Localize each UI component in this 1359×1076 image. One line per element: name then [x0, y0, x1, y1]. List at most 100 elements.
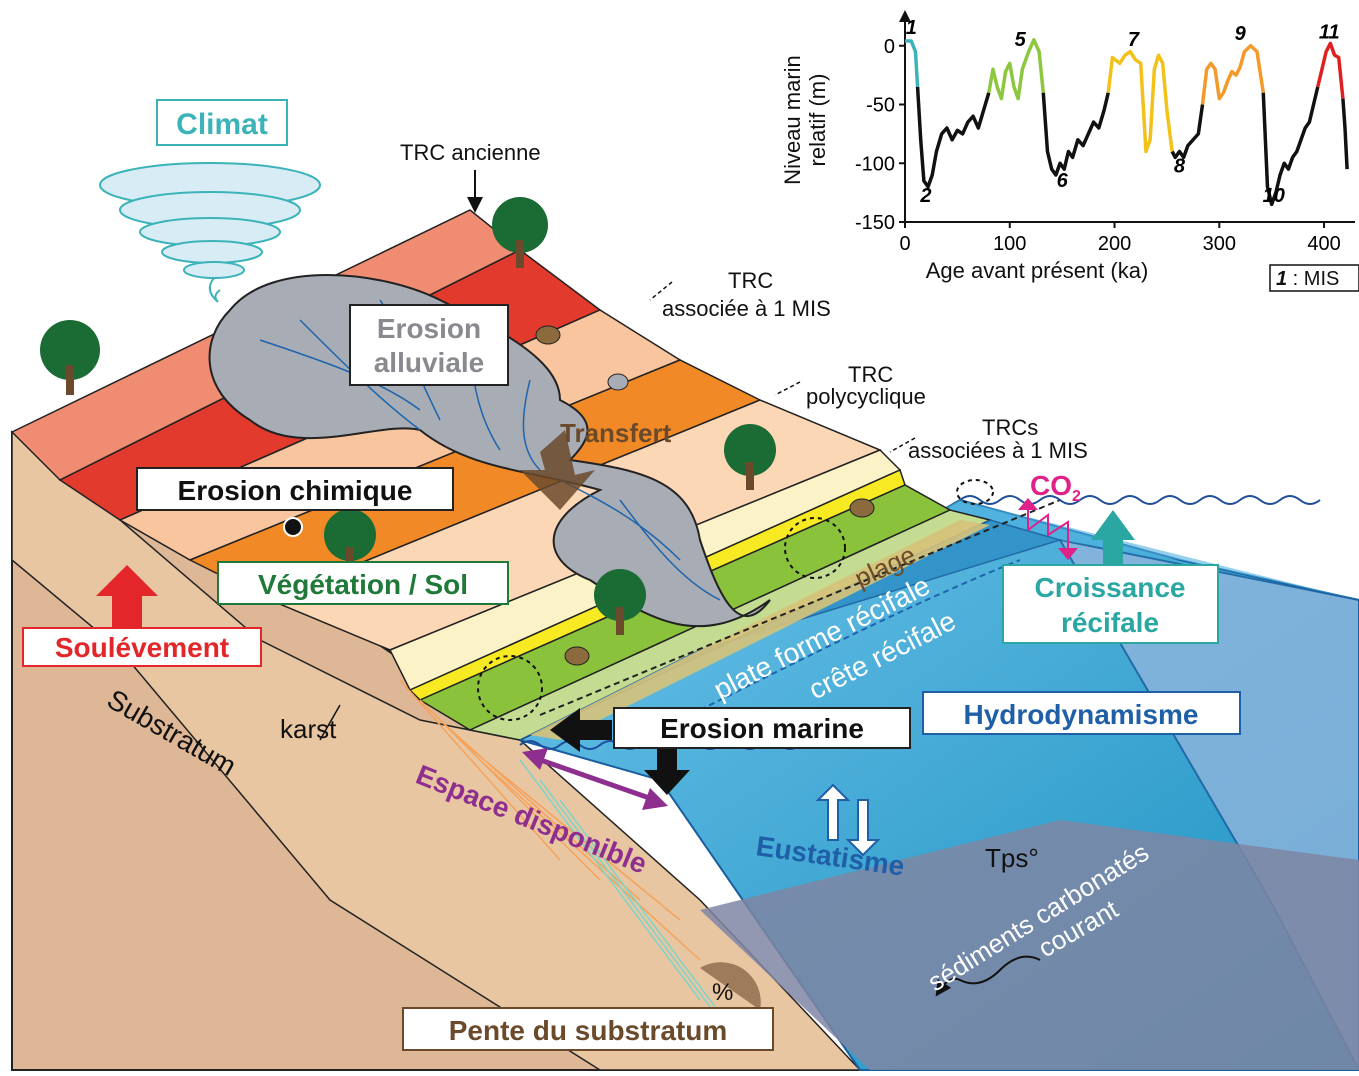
label-co2: CO2: [1030, 470, 1081, 505]
chart-mis-label: 11: [1319, 22, 1340, 44]
label-erosion-chimique: Erosion chimique: [178, 475, 413, 506]
label-trcs-mis-2: associées à 1 MIS: [908, 438, 1088, 463]
label-percent: %: [712, 979, 733, 1006]
chart-series-line: [1170, 104, 1205, 160]
tree-icon: [724, 424, 776, 490]
trc-marker-circle: [956, 479, 994, 505]
chart-series-line: [1200, 44, 1266, 105]
label-croissance-1: Croissance: [1035, 572, 1186, 603]
label-hydrodynamisme: Hydrodynamisme: [964, 699, 1199, 730]
leader-line: [774, 381, 801, 396]
rock-icon: [535, 325, 561, 345]
space-available-arrowhead-left: [522, 748, 548, 770]
label-vegetation-sol: Végétation / Sol: [258, 569, 468, 600]
erosion-alluviale-box: [349, 304, 509, 386]
chart-mis-label: 7: [1128, 29, 1140, 51]
chart-mis-label: 5: [1015, 29, 1027, 51]
leader-line: [319, 704, 341, 741]
platform-dashed-line: [539, 499, 1061, 716]
tree-icon: [594, 569, 646, 635]
tornado-icon: [99, 162, 321, 303]
label-boxes: [22, 99, 1241, 1051]
leader-line: [649, 281, 673, 301]
label-erosion-alluviale-2: alluviale: [374, 347, 485, 378]
chart-y-tick-label: -100: [855, 153, 895, 175]
space-available-arrowhead-right: [642, 788, 668, 810]
croissance-box: [1002, 564, 1219, 644]
hydrodynamisme-box: [922, 691, 1241, 735]
co2-zigzag: [1027, 510, 1069, 548]
soulevement-box: [22, 627, 262, 667]
erosion-chimique-box: [136, 467, 454, 511]
chart-x-tick-label: 100: [993, 233, 1026, 255]
chart-mis-label: 8: [1174, 156, 1186, 178]
chart-x-tick-label: 400: [1307, 233, 1340, 255]
chart-x-tick-label: 300: [1203, 233, 1236, 255]
chart-mis-label: 10: [1263, 185, 1285, 207]
label-climat: Climat: [176, 108, 268, 141]
chart-mis-label: 2: [919, 185, 931, 207]
label-pente: Pente du substratum: [449, 1015, 727, 1046]
erosion-marine-box: [613, 707, 911, 749]
reef-crest-dashed-line: [699, 559, 1021, 711]
co2-arrow-up: [1018, 498, 1038, 510]
trc-marker-circle: [784, 517, 846, 579]
space-available-arrow: [531, 754, 656, 803]
beach: [530, 520, 990, 740]
slope-angle-arc: [700, 962, 761, 1010]
chart-series-line: [987, 38, 1046, 101]
label-trc-ancienne: TRC ancienne: [400, 140, 541, 165]
uplift-arrow: [96, 565, 158, 628]
dot-marker: [283, 517, 303, 537]
chart-mis-label: 6: [1057, 170, 1069, 192]
label-tps: Tps°: [985, 843, 1039, 873]
chart-series-line: [1261, 86, 1320, 207]
slope-strata-lines: [399, 679, 701, 961]
label-trc-poly-1: TRC: [848, 362, 893, 387]
chart-mis-label: 9: [1235, 23, 1247, 45]
eustatism-arrow-up: [815, 783, 851, 841]
chart-x-tick-label: 0: [899, 233, 910, 255]
transfer-arrow: [520, 430, 595, 510]
label-croissance-2: récifale: [1061, 607, 1159, 638]
chart-mis-label: 1: [906, 17, 917, 39]
marine-erosion-arrow-down: [644, 748, 690, 795]
rock-icon: [564, 646, 590, 666]
label-karst: karst: [280, 714, 337, 744]
chart-legend-box: [1269, 264, 1359, 292]
label-trc-poly-2: polycyclique: [806, 384, 926, 409]
label-erosion-marine: Erosion marine: [660, 713, 864, 744]
rock-icon: [607, 373, 629, 391]
chart-ylabel-2: relatif (m): [805, 74, 830, 167]
sea-floor: [700, 820, 1359, 1070]
arrows: [96, 170, 1135, 1010]
label-trc-mis-2: associée à 1 MIS: [662, 296, 831, 321]
chart-y-tick-label: -150: [855, 212, 895, 234]
chart-series-line: [905, 39, 920, 87]
label-soulevement: Soulévement: [55, 632, 229, 663]
chart-series-line: [915, 86, 991, 189]
sea-right-face: [1058, 538, 1359, 1071]
slope-strata-lines: [519, 759, 741, 1041]
pente-box: [402, 1007, 774, 1051]
chart-y-axis-arrow: [899, 10, 911, 22]
chart-series-line: [1316, 41, 1345, 99]
trc-marker-circle: [477, 655, 543, 721]
chart-y-tick-label: 0: [884, 36, 895, 58]
label-erosion-alluviale-1: Erosion: [377, 313, 481, 344]
chart-x-tick-label: 200: [1098, 233, 1131, 255]
tree-icon: [40, 320, 100, 395]
chart-ylabel-1: Niveau marin: [780, 55, 805, 185]
label-transfert: Transfert: [560, 418, 672, 448]
chart-series-line: [1341, 98, 1349, 170]
leader-line: [889, 437, 916, 453]
label-trc-mis-1: TRC: [728, 268, 773, 293]
tree-icon: [492, 197, 548, 268]
rock-icon: [849, 498, 875, 518]
vegetation-box: [217, 561, 509, 605]
chart-series-line: [1041, 92, 1110, 177]
co2-arrow-down: [1058, 548, 1078, 560]
reef-growth-arrow: [1091, 510, 1135, 570]
